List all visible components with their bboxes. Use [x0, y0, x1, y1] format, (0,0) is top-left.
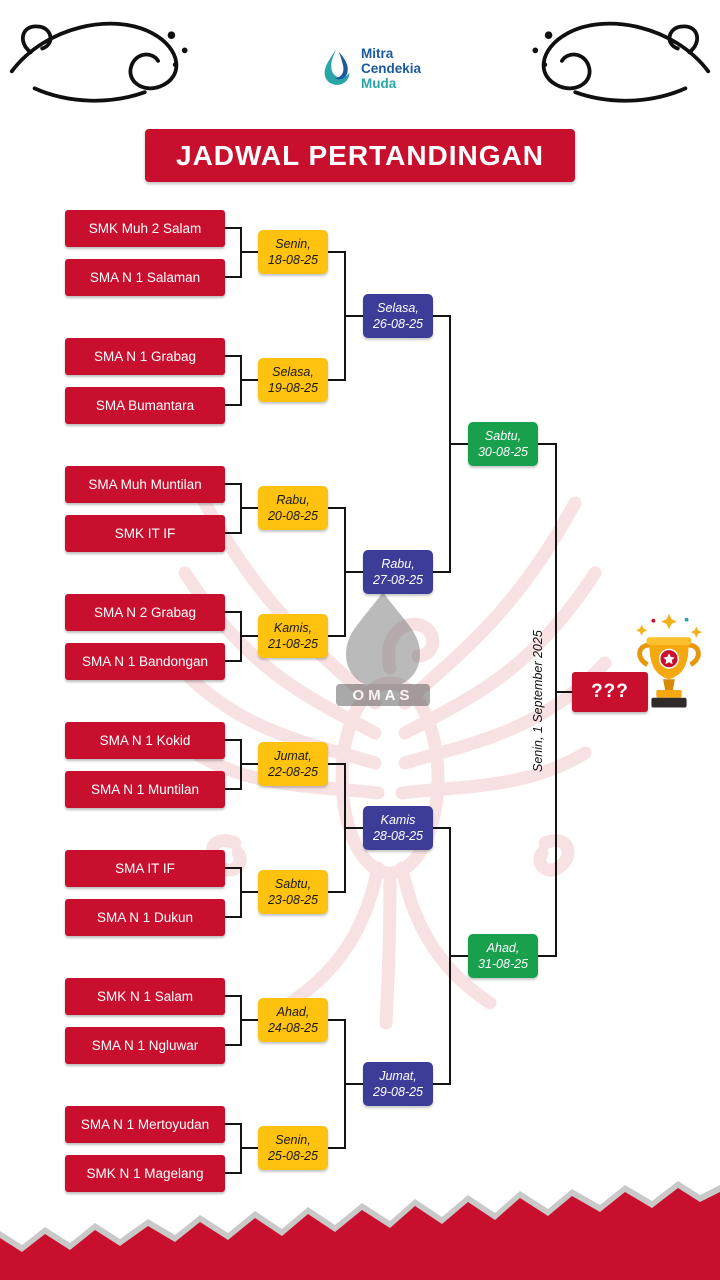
match-date: 27-08-25 [372, 573, 424, 587]
match-date: 28-08-25 [372, 829, 424, 843]
team-box: SMA Muh Muntilan [65, 466, 225, 503]
match-day: Jumat, [379, 1069, 417, 1083]
team-box: SMA IT IF [65, 850, 225, 887]
match-day: Senin, [275, 1133, 311, 1147]
team-box: SMK IT IF [65, 515, 225, 552]
logo-line-1: Mitra [361, 46, 394, 61]
match-day: Ahad, [486, 941, 520, 955]
match-date: 20-08-25 [267, 509, 319, 523]
match-date-box: Ahad, 24-08-25 [258, 998, 328, 1042]
match-date-box: Jumat, 22-08-25 [258, 742, 328, 786]
team-box: SMA N 1 Grabag [65, 338, 225, 375]
match-day: Selasa, [377, 301, 419, 315]
team-box: SMK N 1 Magelang [65, 1155, 225, 1192]
team-box: SMA N 1 Mertoyudan [65, 1106, 225, 1143]
match-day: Jumat, [274, 749, 312, 763]
flourish-ornament-left [8, 10, 198, 106]
match-date: 21-08-25 [267, 637, 319, 651]
match-date: 30-08-25 [477, 445, 529, 459]
match-date: 22-08-25 [267, 765, 319, 779]
logo-line-3: Muda [361, 76, 397, 91]
team-box: SMA N 1 Salaman [65, 259, 225, 296]
team-box: SMK Muh 2 Salam [65, 210, 225, 247]
team-box: SMA N 1 Dukun [65, 899, 225, 936]
match-date-box: Selasa, 26-08-25 [363, 294, 433, 338]
match-date-box: Rabu, 20-08-25 [258, 486, 328, 530]
champion-placeholder: ??? [572, 672, 648, 712]
match-date: 18-08-25 [267, 253, 319, 267]
match-day: Kamis, [273, 621, 313, 635]
match-date-box: Selasa, 19-08-25 [258, 358, 328, 402]
match-date: 23-08-25 [267, 893, 319, 907]
match-date-box: Jumat, 29-08-25 [363, 1062, 433, 1106]
match-date-box: Rabu, 27-08-25 [363, 550, 433, 594]
logo-drop-icon [320, 46, 354, 91]
emblem-watermark-text: OMAS [353, 687, 414, 704]
match-date: 24-08-25 [267, 1021, 319, 1035]
final-date-label: Senin, 1 September 2025 [531, 630, 545, 772]
logo: Mitra Cendekia Muda [320, 46, 421, 91]
page-title: JADWAL PERTANDINGAN [145, 129, 575, 182]
match-day: Kamis [380, 813, 416, 827]
logo-text: Mitra Cendekia Muda [361, 46, 421, 91]
team-box: SMA N 1 Kokid [65, 722, 225, 759]
match-day: Rabu, [381, 557, 415, 571]
match-date-box: Kamis 28-08-25 [363, 806, 433, 850]
team-box: SMA Bumantara [65, 387, 225, 424]
flourish-ornament-right [522, 10, 712, 106]
match-date: 25-08-25 [267, 1149, 319, 1163]
trophy-icon [636, 613, 702, 708]
match-date-box: Kamis, 21-08-25 [258, 614, 328, 658]
match-day: Ahad, [276, 1005, 310, 1019]
match-day: Selasa, [272, 365, 314, 379]
match-date-box: Sabtu, 30-08-25 [468, 422, 538, 466]
match-day: Sabtu, [484, 429, 522, 443]
team-box: SMK N 1 Salam [65, 978, 225, 1015]
match-date: 19-08-25 [267, 381, 319, 395]
match-day: Senin, [275, 237, 311, 251]
match-day: Rabu, [276, 493, 310, 507]
match-date-box: Ahad, 31-08-25 [468, 934, 538, 978]
logo-line-2: Cendekia [361, 61, 422, 76]
match-date: 29-08-25 [372, 1085, 424, 1099]
match-date-box: Senin, 25-08-25 [258, 1126, 328, 1170]
team-box: SMA N 1 Ngluwar [65, 1027, 225, 1064]
match-date-box: Sabtu, 23-08-25 [258, 870, 328, 914]
match-date: 26-08-25 [372, 317, 424, 331]
team-box: SMA N 2 Grabag [65, 594, 225, 631]
team-box: SMA N 1 Muntilan [65, 771, 225, 808]
school-emblem-watermark: OMAS [336, 592, 430, 706]
team-box: SMA N 1 Bandongan [65, 643, 225, 680]
match-date-box: Senin, 18-08-25 [258, 230, 328, 274]
match-day: Sabtu, [274, 877, 312, 891]
match-date: 31-08-25 [477, 957, 529, 971]
